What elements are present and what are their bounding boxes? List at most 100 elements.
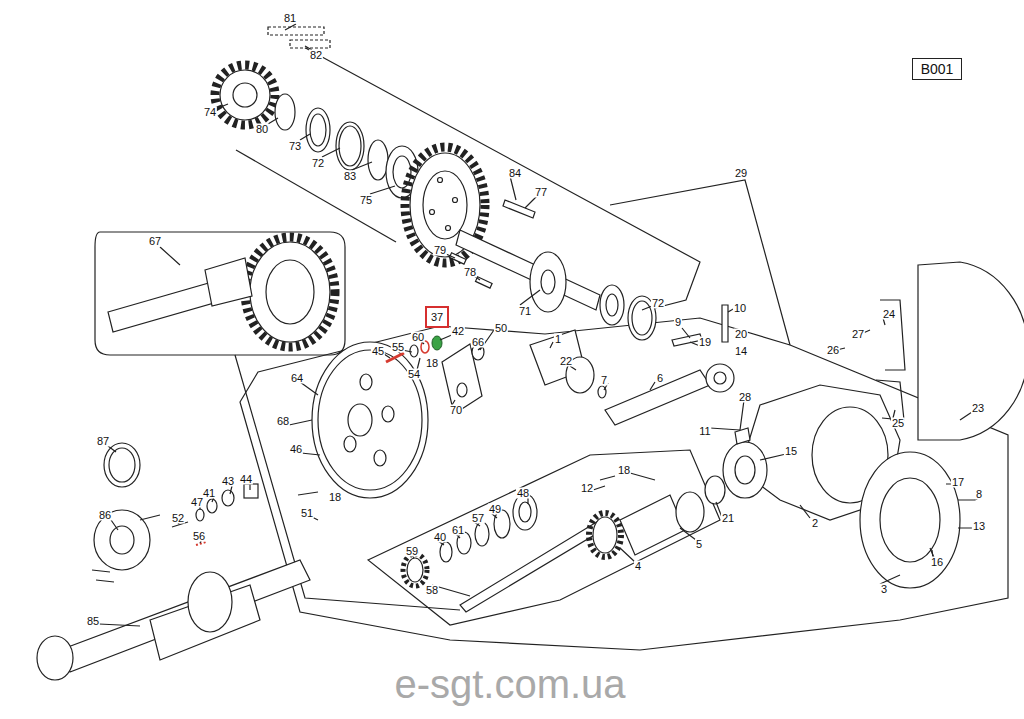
callout-number: 59 bbox=[405, 546, 419, 557]
drawing-part bbox=[215, 65, 275, 125]
drawing-part bbox=[457, 383, 467, 397]
drawing-part bbox=[600, 476, 615, 480]
drawing-part bbox=[735, 456, 755, 484]
drawing-part bbox=[196, 542, 206, 545]
drawing-part bbox=[610, 180, 790, 345]
drawing-part bbox=[268, 27, 324, 35]
drawing-part bbox=[705, 476, 725, 504]
callout-number: 22 bbox=[559, 356, 573, 367]
callout-number: 75 bbox=[359, 195, 373, 206]
drawing-part bbox=[196, 509, 204, 521]
pinion-detail bbox=[108, 237, 335, 347]
drawing-part bbox=[456, 230, 600, 310]
callout-number: 73 bbox=[288, 141, 302, 152]
drawing-part bbox=[339, 126, 361, 166]
drawing-part bbox=[290, 40, 330, 48]
callout-number: 11 bbox=[698, 426, 711, 437]
callout-number: 43 bbox=[221, 476, 235, 487]
leader-lines bbox=[99, 24, 982, 626]
drawing-part bbox=[676, 492, 704, 532]
callout-number: 51 bbox=[300, 508, 314, 519]
drawing-part bbox=[438, 178, 443, 183]
drawing-part bbox=[876, 380, 904, 420]
callout-number: 81 bbox=[283, 13, 297, 24]
callout-number: 87 bbox=[96, 436, 110, 447]
callout-number: 13 bbox=[972, 521, 986, 532]
drawing-part bbox=[860, 452, 960, 588]
callout-number: 18 bbox=[328, 492, 342, 503]
drawing-part bbox=[310, 114, 326, 146]
drawing-part bbox=[606, 294, 618, 316]
callout-number: 83 bbox=[343, 171, 357, 182]
callout-number: 18 bbox=[617, 465, 631, 476]
drawing-part bbox=[449, 253, 466, 264]
callout-number: 27 bbox=[851, 329, 865, 340]
highlight-callout-box: 37 bbox=[425, 306, 449, 328]
callout-number: 82 bbox=[309, 50, 323, 61]
callout-number: 86 bbox=[98, 510, 112, 521]
drawing-part bbox=[244, 484, 258, 498]
callout-number: 21 bbox=[721, 513, 735, 524]
drawing-part bbox=[432, 336, 442, 350]
box-text: B001 bbox=[921, 61, 954, 77]
drawing-part bbox=[104, 443, 140, 487]
callout-number: 58 bbox=[425, 585, 439, 596]
watermark-text: e-sgt.com.ua bbox=[394, 664, 625, 704]
group-outlines bbox=[95, 45, 1008, 650]
drawing-part bbox=[600, 285, 624, 325]
drawing-part bbox=[440, 542, 452, 562]
drawing-part bbox=[589, 513, 621, 557]
drawing-part bbox=[714, 372, 726, 384]
callout-number: 72 bbox=[311, 158, 325, 169]
drawing-part bbox=[95, 232, 345, 355]
callout-number: 49 bbox=[488, 504, 502, 515]
drawing-part bbox=[99, 24, 982, 626]
drawing-part bbox=[60, 560, 310, 672]
drawing-part bbox=[368, 140, 388, 180]
callout-number: 79 bbox=[433, 245, 447, 256]
drawing-part bbox=[109, 448, 135, 482]
callout-number: 52 bbox=[171, 513, 185, 524]
drawing-part bbox=[300, 45, 700, 312]
callout-number: 10 bbox=[733, 303, 747, 314]
drawing-part bbox=[240, 318, 1008, 650]
callout-number: 12 bbox=[580, 483, 594, 494]
callout-number: 8 bbox=[975, 489, 983, 500]
drawing-part bbox=[423, 171, 467, 239]
drawing-part bbox=[460, 520, 606, 612]
callout-number: 48 bbox=[516, 488, 530, 499]
drawing-part bbox=[605, 370, 710, 425]
flywheel-and-levers bbox=[312, 305, 734, 498]
callout-number: 9 bbox=[674, 317, 682, 328]
drawing-part bbox=[92, 515, 160, 582]
drawing-part bbox=[530, 252, 566, 312]
drawing-part bbox=[513, 494, 537, 530]
callout-number: 54 bbox=[407, 369, 421, 380]
callout-number: 64 bbox=[290, 373, 304, 384]
drawing-part bbox=[519, 502, 531, 522]
drawing-part bbox=[220, 70, 270, 120]
callout-number: 67 bbox=[148, 236, 162, 247]
drawing-part bbox=[722, 305, 728, 342]
drawing-part bbox=[930, 484, 975, 560]
callout-number: 74 bbox=[203, 107, 217, 118]
callout-number: 4 bbox=[634, 561, 642, 572]
callout-number: 56 bbox=[192, 531, 206, 542]
sheet-code-box: B001 bbox=[912, 58, 962, 80]
callout-number: 72 bbox=[651, 298, 665, 309]
drawing-part bbox=[410, 345, 418, 357]
callout-number: 61 bbox=[451, 525, 465, 536]
callout-number: 17 bbox=[951, 477, 965, 488]
callout-number: 50 bbox=[494, 323, 508, 334]
drawing-part bbox=[475, 522, 489, 546]
drawing-part bbox=[541, 270, 555, 294]
callout-number: 71 bbox=[518, 306, 532, 317]
callout-number: 85 bbox=[86, 616, 100, 627]
callout-number: 40 bbox=[433, 532, 447, 543]
callout-number: 45 bbox=[371, 346, 385, 357]
drawing-part bbox=[233, 83, 257, 107]
drawing-part bbox=[266, 260, 314, 324]
callout-number: 23 bbox=[971, 403, 985, 414]
